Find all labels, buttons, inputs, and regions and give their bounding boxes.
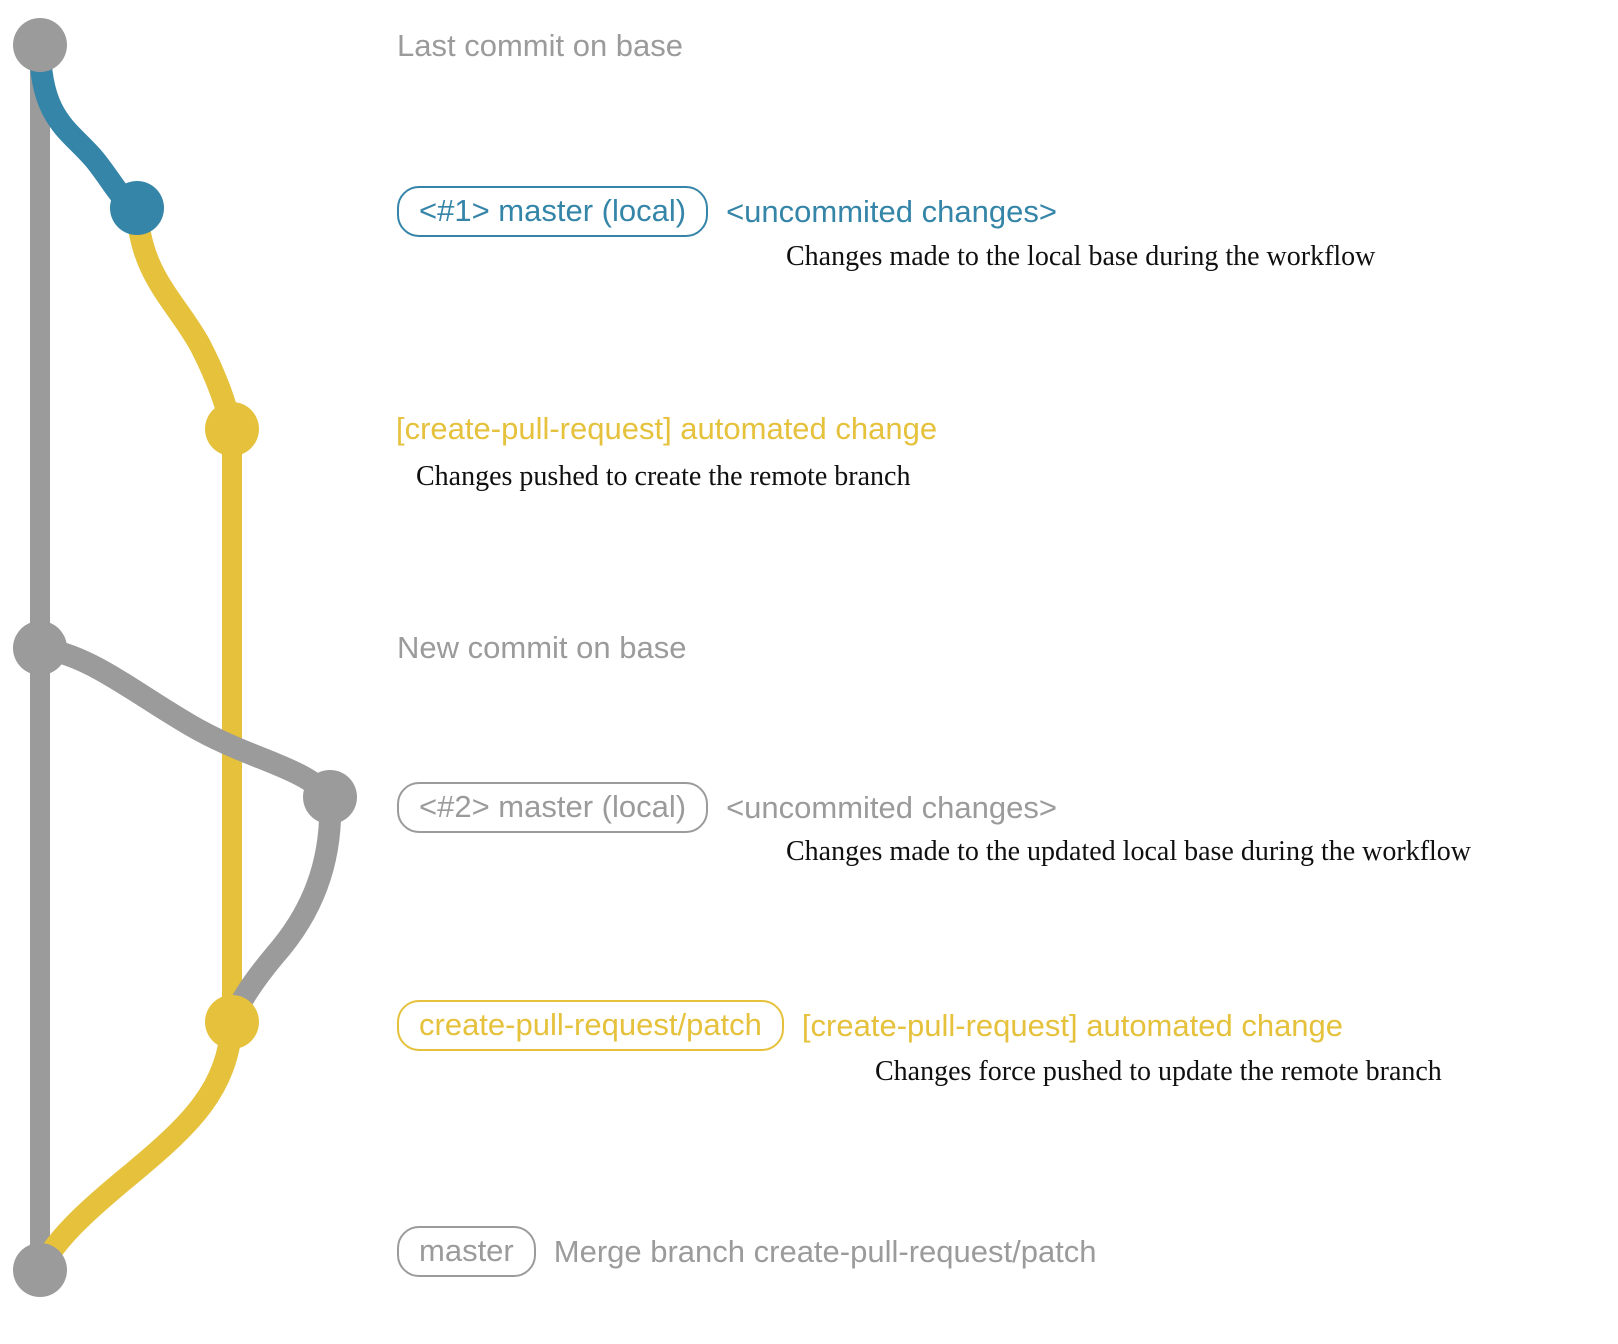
description-local-patch-1: Changes made to the local base during th… — [786, 241, 1376, 272]
local-change-node-1 — [110, 181, 164, 235]
commit-message-local-patch-1: <uncommited changes> — [726, 194, 1057, 229]
row-merge-commit: master Merge branch create-pull-request/… — [397, 1226, 1097, 1277]
branch-badge-master[interactable]: master — [397, 1226, 536, 1277]
row-remote-branch-created: [create-pull-request] automated change — [396, 413, 937, 444]
commit-message-remote-branch-created: [create-pull-request] automated change — [396, 411, 938, 446]
remote-commit-node-2 — [205, 995, 259, 1049]
commit-message-local-patch-2: <uncommited changes> — [726, 790, 1057, 825]
merge-node — [13, 1243, 67, 1297]
description-remote-branch-updated: Changes force pushed to update the remot… — [875, 1056, 1442, 1087]
git-graph — [13, 18, 357, 1297]
local-1-to-remote-1-line — [126, 197, 243, 440]
branch-badge-create-pull-request-patch[interactable]: create-pull-request/patch — [397, 1000, 784, 1051]
row-last-commit-on-base: Last commit on base — [397, 30, 683, 61]
base-head-node — [13, 18, 67, 72]
base-new-commit-node — [13, 621, 67, 675]
commit-message-remote-branch-updated: [create-pull-request] automated change — [801, 1008, 1344, 1043]
commit-message-merge-commit: Merge branch create-pull-request/patch — [553, 1234, 1097, 1269]
branch-badge-master-local-1[interactable]: <#1> master (local) — [397, 186, 709, 237]
row-new-commit-on-base: New commit on base — [397, 632, 686, 663]
remote-2-to-merge-line — [29, 1011, 243, 1281]
commit-message-last-commit-on-base: Last commit on base — [397, 28, 684, 63]
description-remote-branch-created: Changes pushed to create the remote bran… — [416, 461, 911, 492]
remote-commit-node-1 — [205, 402, 259, 456]
base-2-to-local-2-line — [29, 637, 341, 808]
description-local-patch-2: Changes made to the updated local base d… — [786, 836, 1472, 867]
branch-badge-master-local-2[interactable]: <#2> master (local) — [397, 782, 709, 833]
commit-message-new-commit-on-base: New commit on base — [397, 630, 687, 665]
local-change-node-2 — [303, 770, 357, 824]
row-remote-branch-updated: create-pull-request/patch [create-pull-r… — [397, 1000, 1343, 1051]
row-local-patch-2: <#2> master (local) <uncommited changes> — [397, 782, 1057, 833]
row-local-patch-1: <#1> master (local) <uncommited changes> — [397, 186, 1057, 237]
